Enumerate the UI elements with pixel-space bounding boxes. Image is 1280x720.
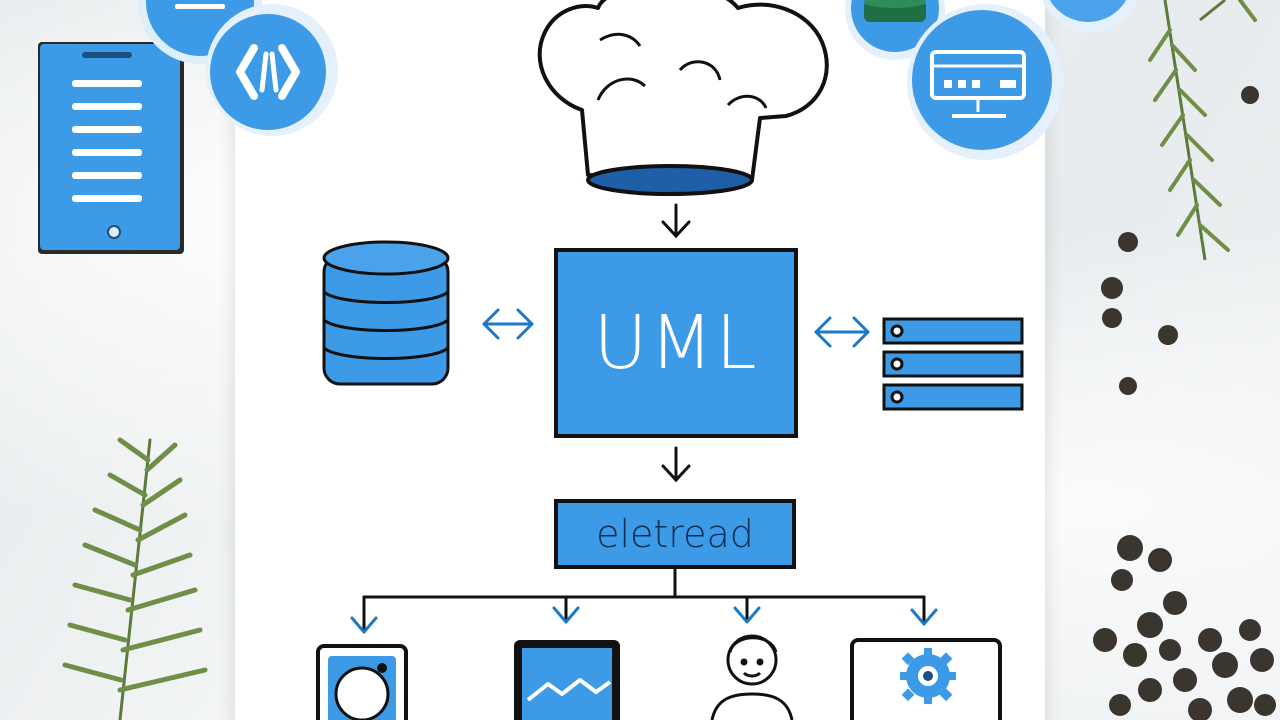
arrow-bidirectional-right xyxy=(814,316,870,348)
corner-circle-top-right xyxy=(1042,0,1138,32)
sub-box xyxy=(554,499,796,569)
tree-connector xyxy=(362,565,926,634)
camera-icon xyxy=(316,644,408,720)
server-list-icon xyxy=(882,317,1024,411)
chef-hat-icon xyxy=(537,0,829,196)
rosemary-top-right-icon xyxy=(1148,0,1257,261)
uml-box xyxy=(554,248,798,438)
person-icon xyxy=(710,634,794,720)
tablet-icon xyxy=(38,42,184,254)
code-icon xyxy=(206,4,338,136)
peppercorns-icon xyxy=(1093,86,1276,720)
monitor-chart-icon xyxy=(514,640,620,720)
tree-arrowheads xyxy=(350,606,938,634)
arrow-uml-to-sub xyxy=(661,446,691,483)
arrow-bidirectional-left xyxy=(482,308,534,340)
arrow-hat-to-uml xyxy=(661,203,691,239)
rosemary-bottom-left-icon xyxy=(62,437,208,720)
database-icon-left xyxy=(322,240,450,386)
gear-settings-icon xyxy=(850,638,1002,720)
router-icon xyxy=(907,4,1063,160)
